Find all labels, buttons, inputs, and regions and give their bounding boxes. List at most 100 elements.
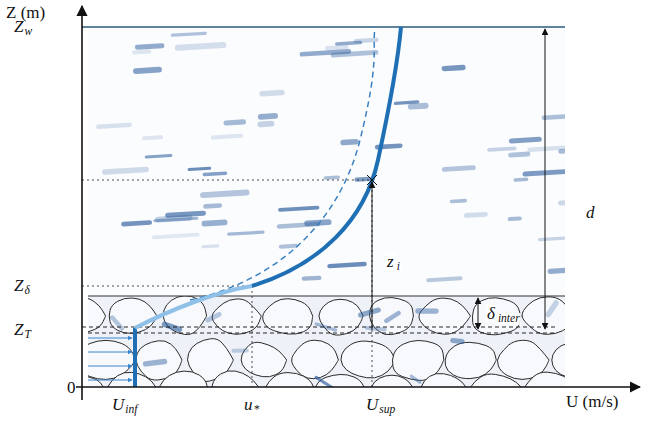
stone xyxy=(159,371,208,387)
particle-streak xyxy=(428,278,460,280)
particle-blob xyxy=(208,314,219,320)
particle-blob xyxy=(361,310,379,315)
particle-streak xyxy=(154,235,198,238)
log-profile xyxy=(252,27,401,286)
stone xyxy=(523,372,565,387)
particle-blob xyxy=(453,340,462,341)
dimension-subscript: inter xyxy=(497,313,521,325)
stone xyxy=(264,373,315,387)
level-symbol: Z xyxy=(14,277,23,294)
stone xyxy=(445,342,496,378)
guide-lines xyxy=(82,180,372,387)
d-arrow xyxy=(545,29,546,329)
particle-streak xyxy=(123,223,149,225)
particle-blob xyxy=(411,376,420,382)
particle-streak xyxy=(452,199,465,203)
particle-streak xyxy=(213,136,241,138)
stone xyxy=(522,297,565,335)
particle-streak xyxy=(203,193,246,196)
stone xyxy=(315,374,366,387)
particle-streak xyxy=(511,139,539,141)
dashed-profile xyxy=(190,27,375,300)
velocity-subscript: * xyxy=(254,404,260,416)
particle-streak xyxy=(337,43,361,44)
level-subscript: w xyxy=(24,26,32,38)
delta-arrow xyxy=(478,298,479,329)
particle-blob xyxy=(418,308,436,314)
particle-streak xyxy=(204,173,225,174)
particle-streak xyxy=(343,139,356,145)
stone xyxy=(370,375,415,387)
bed-stones xyxy=(88,296,565,387)
stone xyxy=(341,341,396,378)
particle-streak xyxy=(204,222,224,223)
particle-streak xyxy=(205,203,219,209)
particle-streak xyxy=(168,213,204,215)
particle-streak xyxy=(189,168,210,169)
zi-arrow xyxy=(372,182,373,330)
particle-streak xyxy=(281,244,296,249)
velocity-symbol: U xyxy=(112,396,124,413)
stone xyxy=(319,299,363,335)
particle-streak xyxy=(262,93,282,94)
dimension-symbol: d xyxy=(586,204,595,221)
particle-streak xyxy=(136,70,159,71)
particle-streak xyxy=(226,122,243,123)
z-axis xyxy=(81,6,83,400)
particle-streak xyxy=(489,148,515,150)
stone xyxy=(421,373,469,387)
particle-streak xyxy=(261,113,275,120)
velocity-subscript: sup xyxy=(379,404,395,416)
dimension-symbol: δ xyxy=(486,305,496,322)
dimension-symbol: z xyxy=(386,253,395,270)
particle-streak xyxy=(172,33,205,35)
particle-streak xyxy=(144,137,161,138)
bed-top xyxy=(88,296,565,297)
flow-ground xyxy=(88,28,565,296)
stone xyxy=(472,298,520,335)
stone xyxy=(88,375,105,387)
particle-streak xyxy=(203,244,218,248)
particle-streak xyxy=(466,214,485,215)
u-axis xyxy=(76,386,640,388)
stone xyxy=(88,297,106,333)
level-symbol: Z xyxy=(14,18,23,35)
level-subscript: δ xyxy=(24,285,29,297)
particle-blob xyxy=(367,328,385,330)
zt-lines xyxy=(82,327,555,333)
stone xyxy=(292,340,339,379)
particle-streak xyxy=(155,218,197,221)
stone xyxy=(419,298,471,334)
particle-streak xyxy=(530,147,565,150)
particle-streak xyxy=(134,50,149,55)
bed-ground xyxy=(88,296,565,387)
dimension-subscript: i xyxy=(396,261,401,273)
water-surface xyxy=(82,26,565,27)
velocity-symbol: u xyxy=(244,396,253,413)
particle-streak xyxy=(279,224,318,226)
particle-streak xyxy=(444,168,473,170)
particle-streak xyxy=(325,175,338,179)
particle-streak xyxy=(510,216,520,221)
particle-streak xyxy=(105,169,146,171)
stone xyxy=(263,299,313,335)
particle-streak xyxy=(329,264,364,266)
axis-title: Z (m) xyxy=(6,4,45,21)
particle-blob xyxy=(146,362,165,364)
particle-streak xyxy=(98,125,129,127)
particle-streak xyxy=(178,45,224,48)
level-subscript: T xyxy=(24,329,30,341)
velocity-subscript: inf xyxy=(125,404,137,416)
particle-streak xyxy=(302,51,349,54)
particle-streak xyxy=(444,67,463,68)
particle-streak xyxy=(260,121,271,127)
interface-profile xyxy=(135,286,252,328)
particle-streak xyxy=(137,46,161,47)
origin-label: 0 xyxy=(67,379,76,396)
axis-title: U (m/s) xyxy=(566,393,618,410)
particle-blob xyxy=(316,377,332,387)
particle-streak xyxy=(304,276,320,281)
particle-streak xyxy=(544,116,565,118)
particle-streak xyxy=(146,155,171,156)
